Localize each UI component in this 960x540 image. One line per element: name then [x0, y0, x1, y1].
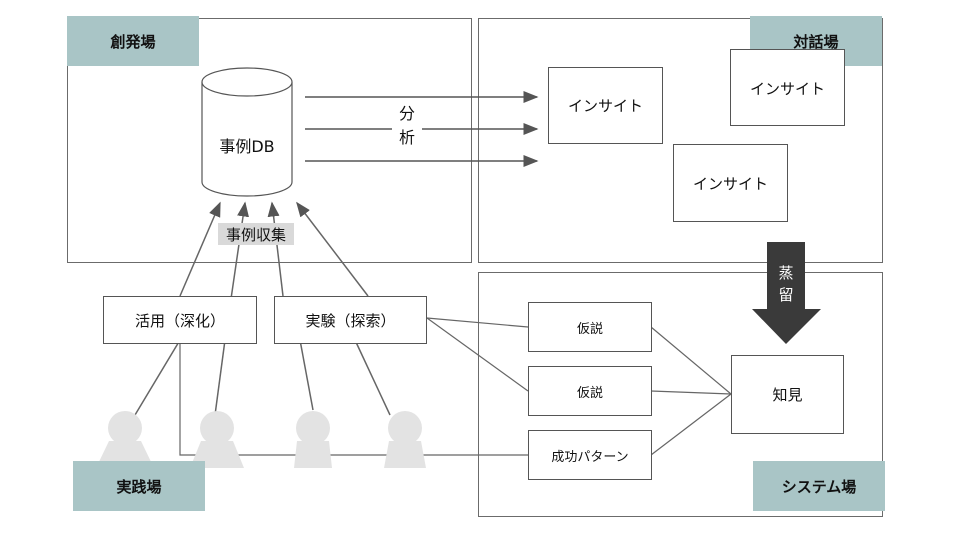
person-icon — [190, 411, 244, 468]
person-icon — [384, 411, 426, 468]
database-label: 事例DB — [219, 137, 275, 156]
system-region — [478, 272, 883, 517]
insight-box: インサイト — [548, 67, 663, 144]
hypothesis-box: 仮説 — [528, 302, 652, 352]
hypothesis-box: 仮説 — [528, 366, 652, 416]
distill-label-2: 留 — [778, 285, 794, 304]
analysis-label-1: 分 — [392, 100, 422, 124]
success-pattern-box: 成功パターン — [528, 430, 652, 480]
insight-box: インサイト — [730, 49, 845, 126]
distill-arrow — [752, 242, 821, 344]
creation-tag: 創発場 — [67, 16, 199, 66]
person-icon — [96, 411, 154, 468]
analysis-label-2: 析 — [392, 124, 422, 148]
experiment-box: 実験（探索） — [274, 296, 427, 344]
knowledge-box: 知見 — [731, 355, 844, 434]
creation-region — [67, 18, 472, 263]
utilize-box: 活用（深化） — [103, 296, 257, 344]
distill-label-1: 蒸 — [778, 263, 794, 282]
system-tag: システム場 — [753, 461, 885, 511]
dialogue-region — [478, 18, 883, 263]
practice-tag: 実践場 — [73, 461, 205, 511]
person-icon — [294, 411, 332, 468]
case-collection-label: 事例収集 — [218, 223, 294, 245]
database-cylinder — [201, 67, 293, 197]
insight-box: インサイト — [673, 144, 788, 222]
person-icons — [96, 411, 426, 468]
